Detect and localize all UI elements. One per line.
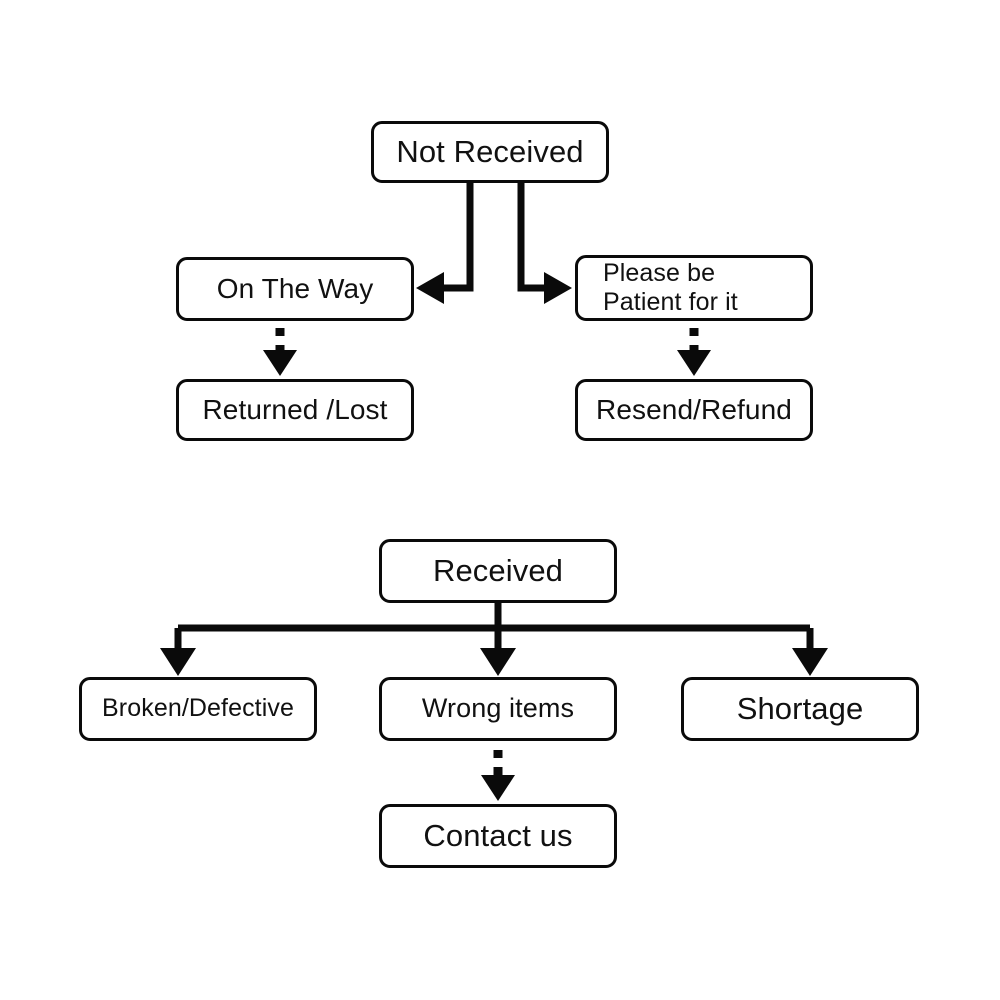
node-not-received[interactable]: Not Received <box>371 121 609 183</box>
edge-on-the-way-to-returned-lost <box>263 328 297 376</box>
edge-received-to-broken-defective <box>160 628 196 676</box>
node-resend-refund[interactable]: Resend/Refund <box>575 379 813 441</box>
node-please-be-patient-for-it[interactable]: Please be Patient for it <box>575 255 813 321</box>
edge-not-received-to-on-the-way <box>416 183 474 304</box>
node-shortage[interactable]: Shortage <box>681 677 919 741</box>
node-broken-defective[interactable]: Broken/Defective <box>79 677 317 741</box>
edge-wrong-items-to-contact-us <box>481 750 515 801</box>
edge-please-be-patient-to-resend-refund <box>677 328 711 376</box>
node-received[interactable]: Received <box>379 539 617 603</box>
edge-received-to-shortage <box>792 628 828 676</box>
edge-not-received-to-please-be-patient <box>517 183 572 304</box>
node-wrong-items[interactable]: Wrong items <box>379 677 617 741</box>
node-returned-lost[interactable]: Returned /Lost <box>176 379 414 441</box>
edge-received-to-wrong-items <box>480 628 516 676</box>
node-on-the-way[interactable]: On The Way <box>176 257 414 321</box>
node-contact-us[interactable]: Contact us <box>379 804 617 868</box>
